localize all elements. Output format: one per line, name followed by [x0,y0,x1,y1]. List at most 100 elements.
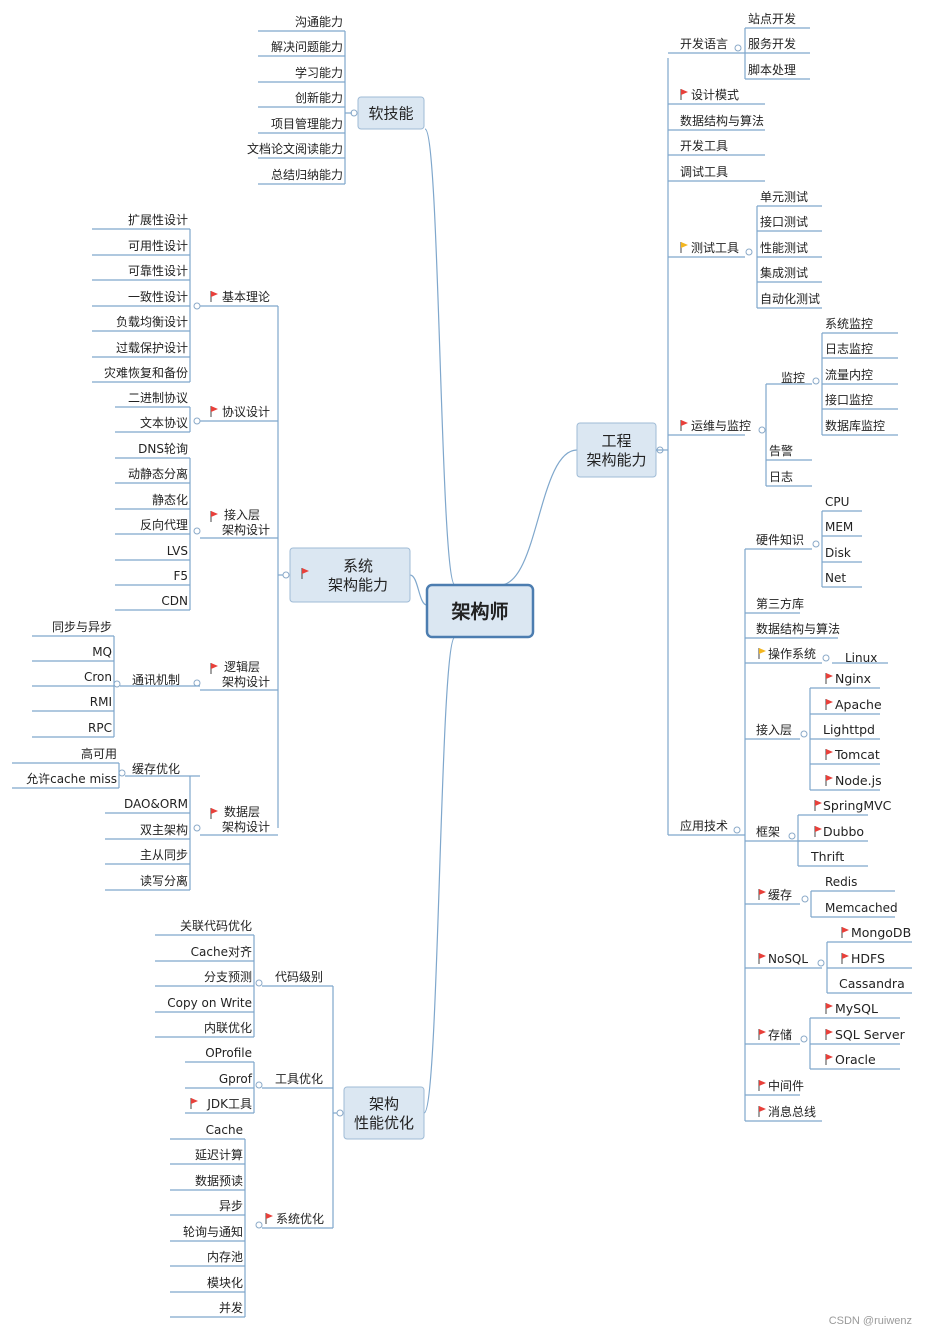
app-tech-label: NoSQL [768,952,808,966]
soft-skills-topic [357,96,425,130]
access-layer-item: F5 [173,569,188,583]
perf-optimize-topic-label: 性能优化 [354,1114,414,1132]
app-tech-label: 中间件 [768,1078,804,1093]
system-arch-topic-label: 系统 [343,557,373,575]
flag-icon [759,1080,766,1086]
collapse-toggle-icon [193,302,201,310]
access-tech-item: Tomcat [834,747,880,762]
nosql-item: Cassandra [839,976,905,991]
collapse-toggle-icon [812,377,820,385]
system-group-label: 逻辑层 [224,660,260,674]
eng-group-label: 数据结构与算法 [680,113,764,128]
cache-optimize-label: 缓存优化 [132,762,180,776]
code-level-item: 分支预测 [204,970,252,984]
collapse-toggle-icon [758,426,766,434]
system-optimize-item: 模块化 [207,1276,243,1290]
app-tech-label: 接入层 [756,722,792,737]
watermark: CSDN @ruiwenz [828,1315,912,1327]
flag-icon [681,420,688,426]
cache-item: 高可用 [81,746,117,761]
access-layer-item: DNS轮询 [138,442,188,456]
comm-item: RPC [88,721,112,735]
system-optimize-item: 延迟计算 [195,1147,243,1162]
flag-icon [191,1098,198,1104]
hardware-item: Disk [825,546,851,560]
perf-optimize-topic-label: 架构 [369,1095,399,1113]
theory-item: 可用性设计 [128,239,188,253]
test-tool-item: 接口测试 [760,214,808,229]
flag-icon [759,1029,766,1035]
hardware-item: MEM [825,520,853,534]
eng-group-label: 调试工具 [680,164,728,179]
perf-group-label: 工具优化 [275,1072,323,1086]
system-arch-topic [289,547,411,603]
flag-icon [759,953,766,959]
framework-item: SpringMVC [823,798,892,813]
access-layer-item: LVS [167,544,188,558]
engineering-topic-label: 工程 [601,432,631,450]
collapse-toggle-icon [336,1109,344,1117]
app-tech-label: 操作系统 [768,646,816,661]
theory-item: 负载均衡设计 [116,315,188,329]
connector-perf [423,636,456,1114]
test-tool-item: 集成测试 [760,265,808,280]
flag-icon [826,673,833,679]
collapse-toggle-icon [817,959,825,967]
monitor-item: 接口监控 [825,392,873,407]
center-topic-label: 架构师 [450,600,508,623]
comm-item: Cron [84,670,112,684]
protocol-item: 二进制协议 [128,390,188,405]
flag-icon [826,1054,833,1060]
eng-group-label: 设计模式 [691,88,739,102]
soft-skill-item: 学习能力 [295,65,343,80]
code-level-item: Copy on Write [167,996,252,1010]
collapse-toggle-icon [734,44,742,52]
flag-icon [842,953,849,959]
tool-item: OProfile [205,1046,252,1060]
framework-item: Thrift [810,849,844,864]
monitor-item: 流量内控 [825,368,873,382]
eng-group-label: 测试工具 [691,240,739,255]
access-layer-item: CDN [161,594,188,608]
flag-icon [815,800,822,806]
cache-tech-item: Redis [825,875,857,889]
flag-icon [759,889,766,895]
collapse-toggle-icon [255,979,263,987]
nosql-item: HDFS [851,951,885,966]
tool-item: Gprof [219,1072,253,1086]
test-tool-item: 性能测试 [760,240,808,255]
connector-system [409,574,428,606]
collapse-toggle-icon [282,571,290,579]
collapse-toggle-icon [193,527,201,535]
collapse-toggle-icon [800,730,808,738]
flag-icon [211,511,218,517]
system-optimize-item: 内存池 [207,1250,243,1264]
monitor-item: 系统监控 [825,317,873,331]
system-group-label: 基本理论 [222,290,270,304]
connector-soft [424,128,456,586]
comm-mechanism-label: 通讯机制 [132,673,180,687]
soft-skill-item: 文档论文阅读能力 [247,141,343,156]
collapse-toggle-icon [801,895,809,903]
dev-language-item: 脚本处理 [748,62,796,77]
comm-item: 同步与异步 [52,620,112,634]
collapse-toggle-icon [193,679,201,687]
ops-item: 日志 [769,470,793,484]
theory-item: 过载保护设计 [116,341,188,355]
flag-icon [302,568,309,574]
data-layer-item: 读写分离 [140,873,188,888]
data-layer-item: DAO&ORM [124,797,188,811]
dev-language-item: 服务开发 [748,36,796,51]
os-item: Linux [845,651,877,665]
access-tech-item: Apache [835,697,882,712]
access-tech-item: Nginx [835,671,871,686]
access-layer-item: 反向代理 [140,517,188,532]
flag-icon [826,1003,833,1009]
app-tech-label: 缓存 [768,888,792,902]
flag-icon [759,1106,766,1112]
app-tech-label: 存储 [768,1027,792,1042]
theory-item: 可靠性设计 [128,264,188,278]
system-group-label: 架构设计 [222,522,270,537]
app-tech-label: 框架 [756,825,780,839]
soft-skill-item: 总结归纳能力 [271,168,343,182]
